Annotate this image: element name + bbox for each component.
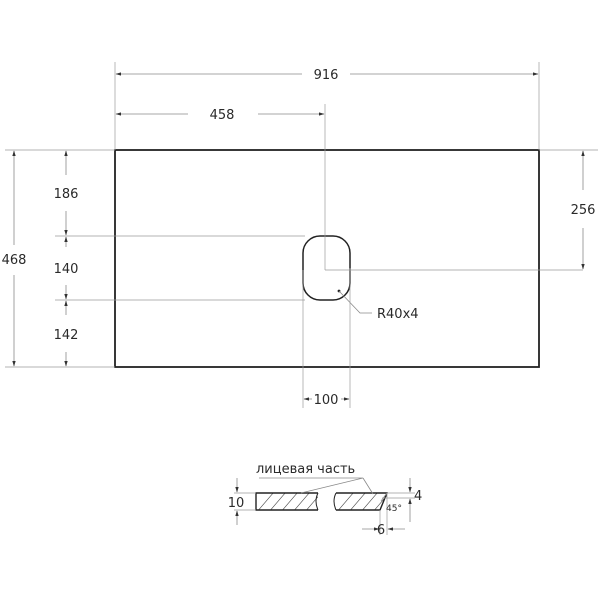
dim-thickness: 10 <box>228 496 245 511</box>
face-label: лицевая часть <box>256 462 355 477</box>
dim-bottom-offset: 142 <box>54 328 79 343</box>
dim-overall-height: 468 <box>2 253 27 268</box>
dim-bevel-width: 6 <box>377 523 385 538</box>
dim-top-offset: 186 <box>54 187 79 202</box>
countertop-outline <box>114 149 540 368</box>
radius-label: R40x4 <box>377 307 419 322</box>
dim-center-height: 256 <box>571 203 596 218</box>
dim-overall-width: 916 <box>314 68 339 83</box>
dim-cutout-width: 100 <box>314 393 339 408</box>
top-view: 916 458 468 186 140 142 256 100 R40x4 <box>2 62 598 408</box>
bevel-angle: 45° <box>386 504 402 514</box>
dim-bevel-height: 4 <box>414 489 422 504</box>
section-view: лицевая часть 10 4 45° 6 <box>228 462 423 538</box>
dim-half-width: 458 <box>210 108 235 123</box>
sink-cutout <box>302 235 351 301</box>
dim-cutout-height: 140 <box>54 262 79 277</box>
